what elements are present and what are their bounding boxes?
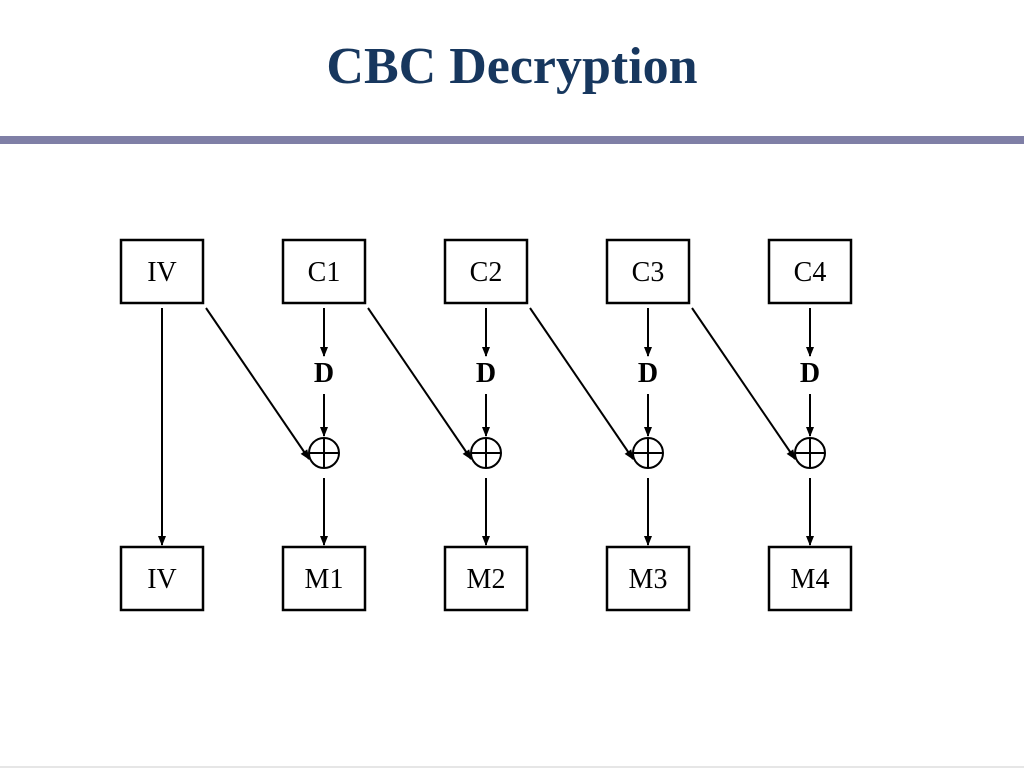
- top-box-label: C1: [308, 257, 341, 288]
- bottom-box-label: M3: [629, 564, 668, 595]
- bottom-box-m4: M4: [767, 545, 853, 612]
- bottom-box-label: M1: [305, 564, 344, 595]
- footer-divider: [0, 766, 1024, 768]
- top-box-label: C4: [794, 257, 827, 288]
- xor-icon: [794, 437, 826, 469]
- bottom-box-label: IV: [147, 564, 177, 595]
- slide-title: CBC Decryption: [326, 38, 698, 95]
- iv-to-xor1-diagonal-arrow: [205, 307, 310, 460]
- top-box-label: C3: [632, 257, 665, 288]
- top-box-c4: C4: [767, 238, 853, 305]
- c3-to-xor4-diagonal-arrow: [691, 307, 796, 460]
- c2-to-xor3-diagonal-arrow: [529, 307, 634, 460]
- decrypt-label-4: D: [800, 358, 820, 389]
- top-box-label: IV: [147, 257, 177, 288]
- bottom-box-iv: IV: [119, 545, 205, 612]
- bottom-box-m3: M3: [605, 545, 691, 612]
- top-box-c1: C1: [281, 238, 367, 305]
- top-box-iv: IV: [119, 238, 205, 305]
- xor-icon: [470, 437, 502, 469]
- bottom-box-m2: M2: [443, 545, 529, 612]
- top-box-c2: C2: [443, 238, 529, 305]
- bottom-box-label: M2: [467, 564, 506, 595]
- top-box-label: C2: [470, 257, 503, 288]
- bottom-box-m1: M1: [281, 545, 367, 612]
- bottom-box-label: M4: [791, 564, 830, 595]
- xor-icon: [308, 437, 340, 469]
- title-divider: [0, 136, 1024, 144]
- decrypt-label-2: D: [476, 358, 496, 389]
- decrypt-label-3: D: [638, 358, 658, 389]
- c1-to-xor2-diagonal-arrow: [367, 307, 472, 460]
- decrypt-label-1: D: [314, 358, 334, 389]
- top-box-c3: C3: [605, 238, 691, 305]
- xor-icon: [632, 437, 664, 469]
